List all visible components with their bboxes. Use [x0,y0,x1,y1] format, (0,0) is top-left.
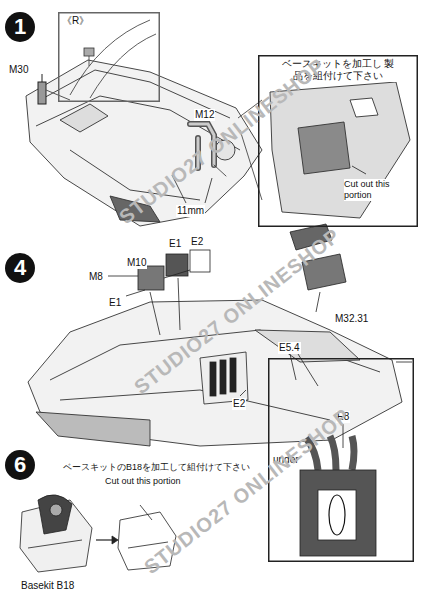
e-parts [108,250,210,335]
drawing-stroke [126,290,145,296]
drawing-stroke [140,505,152,520]
instruction-note: Cut out this portion [104,476,182,486]
drawing-stroke [28,540,82,548]
drawing-stroke [112,536,118,544]
drawing-stroke [138,266,164,290]
step-number: 4 [4,252,36,284]
m30-part [38,74,70,104]
step-number: 1 [4,11,36,43]
part-number: M32.31 [334,313,369,325]
drawing-stroke [300,470,376,556]
step-number: 6 [4,449,36,481]
drawing-stroke [166,254,188,276]
drawing-stroke [50,504,62,516]
drawing-stroke [36,412,150,446]
drawing-stroke [350,98,378,117]
drawing-stroke [298,122,350,174]
drawing-stroke [220,360,226,394]
drawing-stroke [164,270,190,278]
dimension: 11mm [176,205,205,217]
drawing-stroke [329,495,345,535]
instruction-note: ベースキットのB18を加工して組付けて下さい [62,462,251,472]
inset-note: 《R》 [62,15,102,27]
drawing-stroke [108,276,138,277]
drawing-stroke [290,354,296,380]
part-number: M10 [126,257,147,269]
step-circle [5,253,35,283]
part-number: E2 [190,236,204,248]
drawing-stroke [96,539,112,540]
drawing-stroke [330,436,336,470]
part-number: E5.4 [278,342,301,354]
drawing-stroke [42,74,43,82]
drawing-stroke [89,56,90,66]
intake-grille [200,352,248,404]
drawing-stroke [90,34,156,98]
part-number: Basekit B18 [20,580,75,592]
step-circle [5,12,35,42]
drawing-stroke [84,48,94,56]
drawing-stroke [352,166,366,174]
drawing-stroke [20,500,92,572]
drawing-stroke [38,495,72,534]
drawing-stroke [60,104,108,132]
detail-inset: 《R》 [58,12,160,102]
drawing-stroke [200,352,248,404]
part-number: E1 [108,297,122,309]
drawing-stroke [318,490,356,540]
drawing-stroke [210,362,216,396]
drawing-stroke [150,292,160,335]
drawing-stroke [352,436,354,470]
inset-r-drawing [70,20,156,98]
drawing-stroke [178,278,180,330]
drawing-stroke [396,362,412,363]
drawing-stroke [230,358,236,392]
step-number: 1 [4,11,36,43]
step-number: 6 [4,449,36,481]
drawing-stroke [190,250,210,272]
drawing-stroke [38,82,46,104]
drawing-stroke [316,292,320,312]
step-circle [5,450,35,480]
step-number: 4 [4,252,36,284]
inset-frame [59,13,160,102]
drawing-stroke [214,165,226,176]
drawing-stroke [240,390,246,396]
part-number: M8 [88,271,104,283]
part-number: E2 [232,398,246,410]
part-number: E1 [168,238,182,250]
part-number: M12 [194,109,215,121]
drawing-stroke [255,330,360,362]
drawing-stroke [205,178,212,203]
drawing-stroke [70,20,150,95]
inset-note: Cut out this portion [344,179,414,201]
drawing-stroke [60,390,330,420]
part-number: M30 [8,64,29,76]
